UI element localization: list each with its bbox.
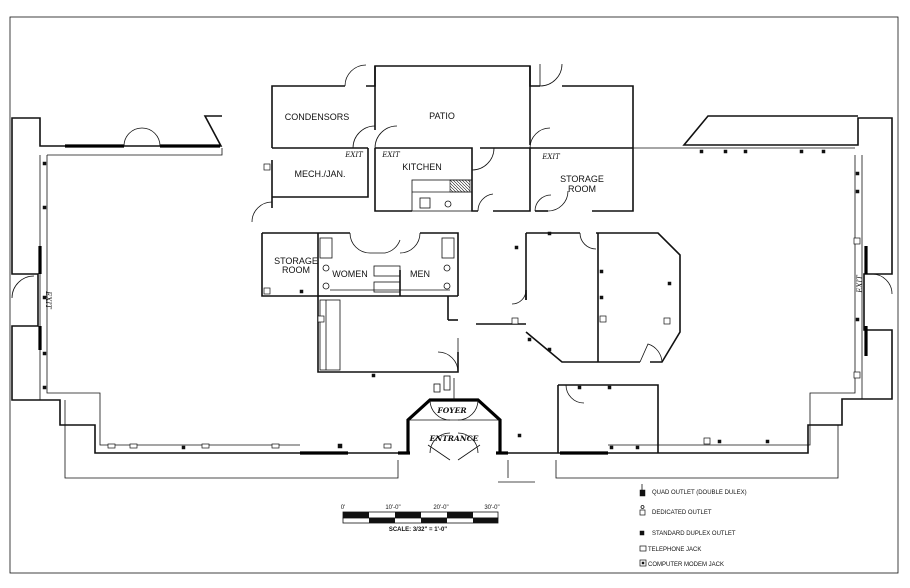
room-label-entrance: ENTRANCE <box>429 434 479 443</box>
east-offices <box>476 232 681 453</box>
room-label-storage-top-2: ROOM <box>568 184 596 194</box>
duplex-outlet-icon <box>639 530 645 536</box>
room-label-mech: MECH./JAN. <box>294 169 345 179</box>
room-label-storage-top-1: STORAGE <box>560 174 604 184</box>
scale-tick-20: 20'-0" <box>433 505 448 511</box>
north-rooms <box>251 63 634 223</box>
legend-quad: QUAD OUTLET (DOUBLE DULEX) <box>652 490 747 496</box>
legend: QUAD OUTLET (DOUBLE DULEX) DEDICATED OUT… <box>639 484 747 568</box>
room-label-patio: PATIO <box>429 111 455 121</box>
scale-tick-30: 30'-0" <box>484 505 499 511</box>
scale-tick-0: 0' <box>341 505 345 511</box>
room-label-storage-left-2: ROOM <box>282 265 310 275</box>
scale-tick-10: 10'-0" <box>385 505 400 511</box>
exit-label-storage: EXIT <box>541 153 561 161</box>
quad-outlet-icon <box>639 484 646 497</box>
outlet-symbols <box>42 149 861 450</box>
room-label-foyer: FOYER <box>436 406 466 415</box>
exit-label-east: EXIT <box>856 274 864 294</box>
exit-label-west: EXIT <box>44 290 52 310</box>
exit-label-mech: EXIT <box>344 151 364 159</box>
legend-dedicated: DEDICATED OUTLET <box>652 510 712 516</box>
dedicated-outlet-icon <box>639 505 646 516</box>
room-label-men: MEN <box>410 269 430 279</box>
room-label-condensors: CONDENSORS <box>285 112 350 122</box>
modem-jack-icon <box>639 559 647 567</box>
legend-duplex: STANDARD DUPLEX OUTLET <box>652 531 736 537</box>
room-label-kitchen: KITCHEN <box>402 162 442 172</box>
drawing-border <box>9 16 899 574</box>
exit-label-kitchen: EXIT <box>381 151 401 159</box>
telephone-jack-icon <box>639 545 647 552</box>
legend-telephone: TELEPHONE JACK <box>648 547 701 553</box>
center-rooms <box>261 232 459 393</box>
scale-bar: 0' 10'-0" 20'-0" 30'-0" SCALE: 3/32" = 1… <box>341 505 500 533</box>
room-label-storage-left-1: STORAGE <box>274 256 318 266</box>
entrance-foyer <box>406 378 502 461</box>
room-label-women: WOMEN <box>332 269 368 279</box>
scale-label: SCALE: 3/32" = 1'-0" <box>389 527 447 533</box>
legend-modem: COMPUTER MODEM JACK <box>648 562 724 568</box>
exterior-walls <box>11 115 893 483</box>
